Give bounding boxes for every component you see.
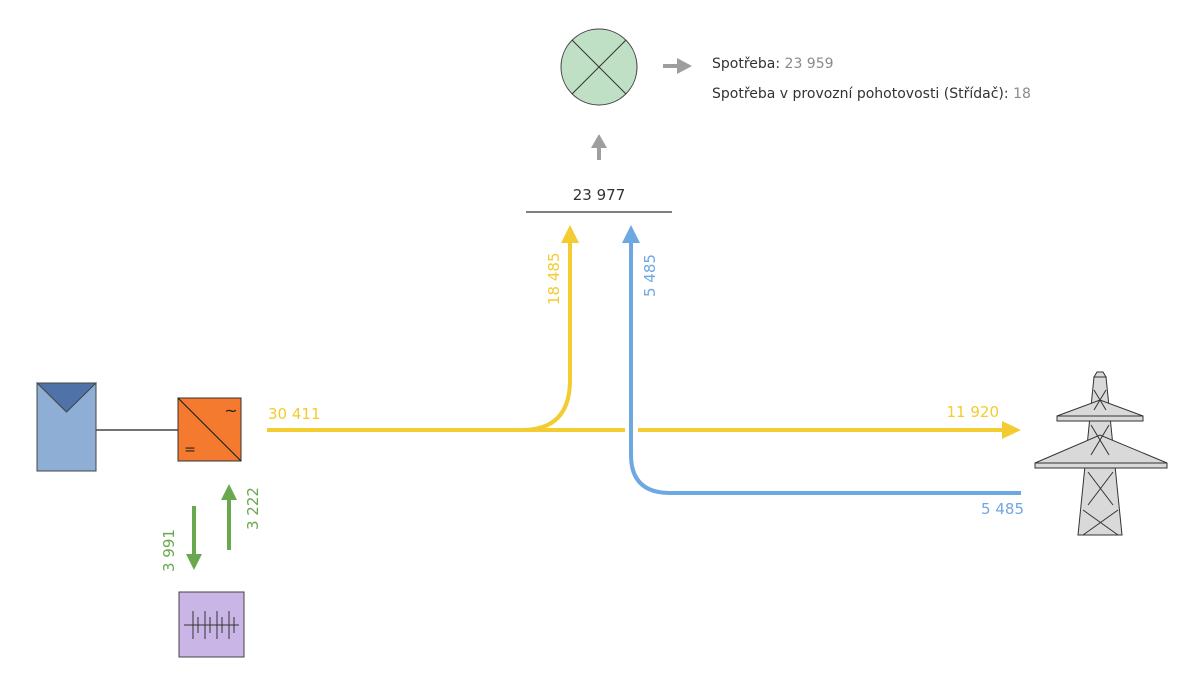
consumption-value: 23 959	[784, 56, 834, 72]
power-pylon-icon	[1034, 371, 1168, 536]
consumer-lamp-icon	[560, 28, 638, 106]
consumer-total-value: 23 977	[573, 186, 626, 204]
pv-to-consumer-flow	[521, 240, 572, 432]
consumption-line: Spotřeba: 23 959	[712, 56, 834, 72]
grid-import-arrowhead	[622, 225, 640, 243]
solar-panel-icon	[35, 382, 98, 472]
grid-to-consumer-value: 5 485	[641, 254, 659, 297]
consumption-label: Spotřeba:	[712, 56, 781, 72]
grid-import-value: 5 485	[981, 500, 1024, 518]
svg-text:~: ~	[224, 401, 237, 420]
pv-to-grid-arrowhead	[1002, 421, 1021, 439]
inverter-icon: ~ =	[177, 397, 242, 462]
pv-to-grid-value: 11 920	[947, 403, 1000, 421]
battery-charge-arrowhead	[186, 554, 202, 570]
pv-to-consumer-arrowhead	[561, 225, 579, 243]
consumer-supply-arrowhead	[591, 134, 607, 148]
standby-consumption-line: Spotřeba v provozní pohotovosti (Střídač…	[712, 86, 1031, 102]
battery-discharge-arrowhead	[221, 484, 237, 500]
pv-to-consumer-value: 18 485	[545, 253, 563, 306]
battery-discharge-value: 3 222	[244, 487, 262, 530]
grid-import-flow	[629, 240, 1021, 495]
svg-text:=: =	[184, 442, 196, 458]
battery-charge-value: 3 991	[160, 529, 178, 572]
battery-icon	[178, 591, 245, 658]
consumption-arrowhead	[677, 58, 692, 74]
standby-consumption-label: Spotřeba v provozní pohotovosti (Střídač…	[712, 86, 1009, 102]
pv-total-value: 30 411	[268, 405, 321, 423]
standby-consumption-value: 18	[1013, 86, 1031, 102]
